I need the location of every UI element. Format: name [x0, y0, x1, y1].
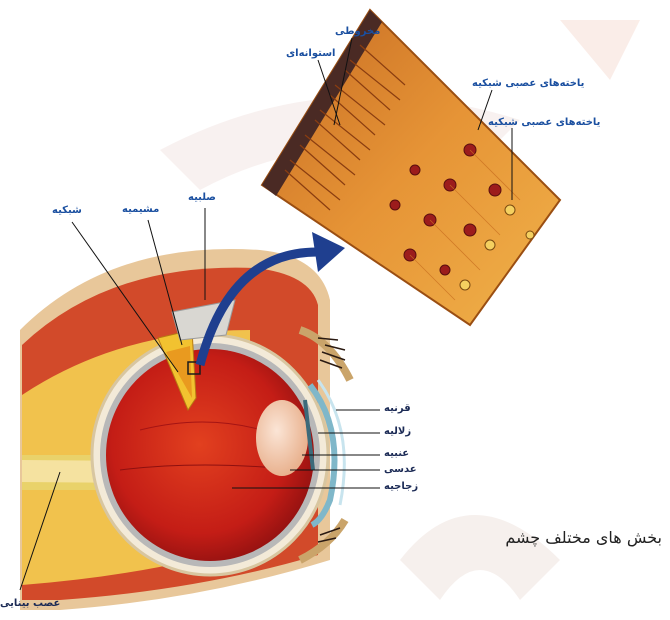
label-optic-nerve: عصب بینایی: [0, 598, 60, 609]
label-choroid: مشیمیه: [122, 204, 159, 215]
label-cornea: قرنیه: [384, 403, 411, 414]
label-ganglion-cells-2: یاخته‌های عصبی شبکیه: [488, 117, 600, 128]
label-lens: عدسی: [384, 464, 417, 475]
label-sclera: صلبیه: [188, 192, 216, 203]
label-ganglion-cells-1: یاخته‌های عصبی شبکیه: [472, 78, 584, 89]
label-iris: عنبیه: [384, 448, 409, 459]
label-cone: مخروطی: [335, 26, 380, 37]
label-aqueous-humor: زلالیه: [384, 426, 411, 437]
label-retina: شبکیه: [52, 205, 82, 216]
lens: [256, 400, 308, 476]
label-vitreous-humor: زجاجیه: [384, 481, 418, 492]
figure-caption: بخش های مختلف چشم: [505, 528, 662, 547]
label-rod: استوانه‌ای: [286, 48, 335, 59]
